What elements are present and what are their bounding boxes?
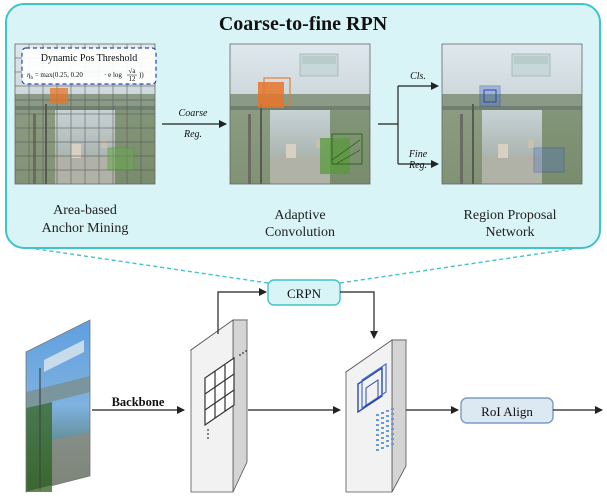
backbone-label: Backbone bbox=[112, 395, 165, 409]
feature-map-proposals bbox=[344, 339, 408, 493]
fmap-to-crpn-arrow bbox=[217, 288, 267, 334]
stage1-caption-line2: Anchor Mining bbox=[42, 221, 129, 236]
green-conv-box bbox=[320, 138, 350, 174]
zoom-line-right bbox=[339, 247, 579, 284]
coarse-reg-label-line1: Coarse bbox=[179, 108, 208, 119]
anchor-mining-image bbox=[14, 43, 156, 185]
crpn-to-proposal-arrow bbox=[340, 291, 378, 339]
fine-reg-label-line1: Fine bbox=[408, 149, 428, 160]
coarse-reg-label-line2: Reg. bbox=[183, 129, 202, 140]
dynamic-threshold-box: Dynamic Pos Threshold ηb = max(0.25, 0.2… bbox=[21, 47, 157, 85]
proposal-feature-cells bbox=[376, 408, 394, 451]
feature-map-backbone bbox=[189, 319, 249, 493]
threshold-fraction-den: 12 bbox=[129, 75, 137, 83]
stage3-caption-line1: Region Proposal bbox=[464, 208, 557, 223]
input-image bbox=[25, 319, 91, 493]
adaptive-convolution-image bbox=[229, 43, 371, 185]
threshold-formula-end: )) bbox=[139, 71, 144, 79]
region-proposal-image bbox=[441, 43, 583, 185]
stage2-caption-line1: Adaptive bbox=[274, 208, 325, 223]
green-anchor-box bbox=[107, 147, 135, 171]
stage1-caption-line1: Area-based bbox=[53, 203, 117, 218]
fine-reg-label-line2: Reg. bbox=[408, 160, 427, 171]
anchor-grid bbox=[15, 44, 155, 184]
stage2-caption-line2: Convolution bbox=[265, 225, 335, 240]
zoom-line-left bbox=[29, 247, 269, 284]
blue-proposal-large bbox=[533, 147, 565, 173]
orange-anchor-box bbox=[50, 88, 68, 104]
threshold-fraction-num: √a bbox=[129, 67, 137, 75]
roi-align-label: RoI Align bbox=[481, 404, 533, 419]
proposal-box-a bbox=[357, 366, 383, 414]
threshold-formula-right: · e log bbox=[104, 71, 122, 79]
blue-proposal-small bbox=[479, 85, 501, 107]
crpn-label: CRPN bbox=[287, 286, 322, 301]
stage3-caption-line2: Network bbox=[486, 225, 535, 240]
rpn-title: Coarse-to-fine RPN bbox=[219, 13, 388, 35]
threshold-formula-left: ηb = max(0.25, 0.20 bbox=[27, 71, 83, 81]
cls-label: Cls. bbox=[410, 71, 426, 82]
threshold-heading: Dynamic Pos Threshold bbox=[41, 53, 137, 64]
